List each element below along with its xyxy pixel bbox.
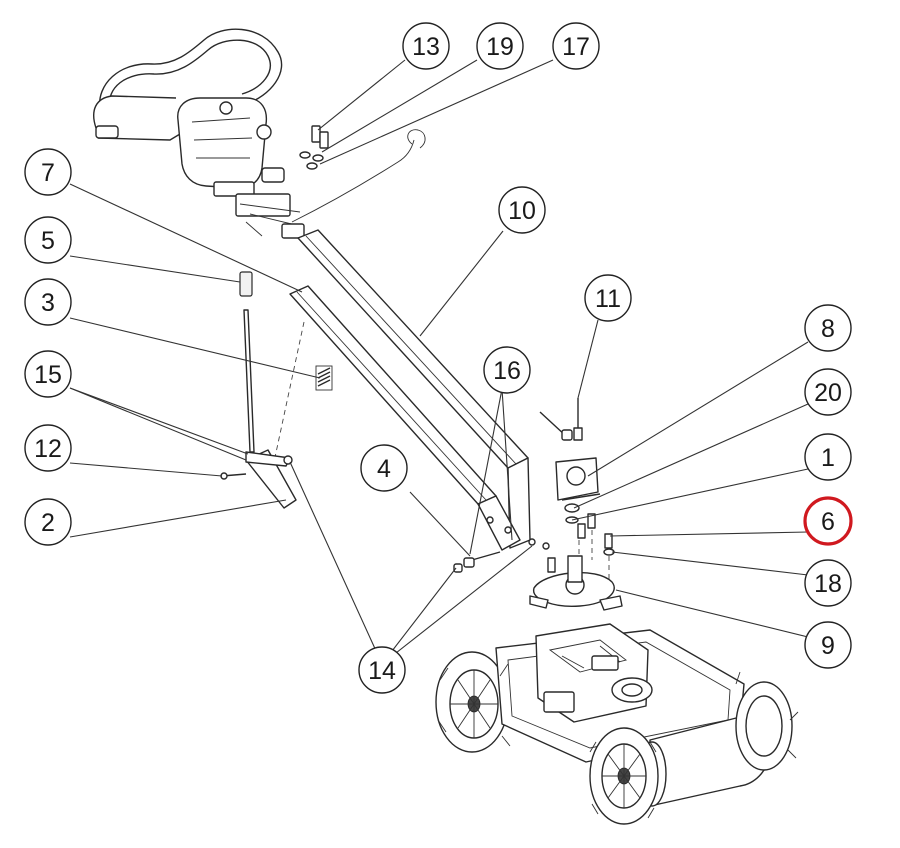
callout-label-2: 2 xyxy=(41,509,55,537)
chassis-assembly xyxy=(435,623,799,825)
callout-circle-6 xyxy=(803,496,853,546)
callout-3: 3 xyxy=(24,278,72,326)
callout-label-11: 11 xyxy=(595,285,621,313)
callout-label-13: 13 xyxy=(412,33,440,61)
callout-circle-7 xyxy=(24,148,72,196)
callout-2: 2 xyxy=(24,498,72,546)
callout-circle-18 xyxy=(804,559,852,607)
mounting-plate-part-9 xyxy=(529,555,623,611)
callout-label-5: 5 xyxy=(41,227,55,255)
callout-circle-1 xyxy=(804,433,852,481)
callout-7: 7 xyxy=(24,148,72,196)
bracket-part-8 xyxy=(555,457,601,501)
assembly-dashed-line xyxy=(273,321,305,463)
callout-16: 16 xyxy=(483,346,531,394)
callout-label-10: 10 xyxy=(508,197,536,225)
callout-circle-4 xyxy=(360,444,408,492)
callout-circle-17 xyxy=(552,22,600,70)
callout-4: 4 xyxy=(360,444,408,492)
callout-circle-11 xyxy=(584,274,632,322)
callout-label-18: 18 xyxy=(814,570,842,598)
callout-circle-10 xyxy=(498,186,546,234)
pedal-part-2 xyxy=(220,449,297,509)
tube-part-7 xyxy=(289,285,521,551)
callout-label-4: 4 xyxy=(377,455,391,483)
callout-17: 17 xyxy=(552,22,600,70)
callout-15: 15 xyxy=(24,350,72,398)
callout-circle-3 xyxy=(24,278,72,326)
callout-label-6: 6 xyxy=(821,508,835,536)
callout-circle-2 xyxy=(24,498,72,546)
callout-label-3: 3 xyxy=(41,289,55,317)
callout-circle-20 xyxy=(804,368,852,416)
spring-part-3 xyxy=(315,365,333,391)
callout-circle-12 xyxy=(24,424,72,472)
callout-20: 20 xyxy=(804,368,852,416)
small-parts-16-4-14 xyxy=(453,538,550,573)
callout-19: 19 xyxy=(476,22,524,70)
callout-label-15: 15 xyxy=(34,361,62,389)
callout-circle-8 xyxy=(804,304,852,352)
callout-label-8: 8 xyxy=(821,315,835,343)
leader-lines xyxy=(69,59,809,665)
callout-label-16: 16 xyxy=(493,357,521,385)
callout-label-20: 20 xyxy=(814,379,842,407)
callout-circle-9 xyxy=(804,621,852,669)
rod-part-5 xyxy=(239,271,255,453)
callout-label-1: 1 xyxy=(821,444,835,472)
top-small-parts xyxy=(299,125,329,170)
callout-label-7: 7 xyxy=(41,159,55,187)
callout-1: 1 xyxy=(804,433,852,481)
callout-circle-13 xyxy=(402,22,450,70)
callout-circle-19 xyxy=(476,22,524,70)
callout-label-12: 12 xyxy=(34,435,62,463)
callout-9: 9 xyxy=(804,621,852,669)
tube-part-10 xyxy=(297,229,531,549)
callout-circle-15 xyxy=(24,350,72,398)
callout-12: 12 xyxy=(24,424,72,472)
callout-label-9: 9 xyxy=(821,632,835,660)
callout-label-17: 17 xyxy=(562,33,590,61)
callout-14: 14 xyxy=(358,646,406,694)
callout-6: 6 xyxy=(803,496,853,546)
callout-10: 10 xyxy=(498,186,546,234)
callout-5: 5 xyxy=(24,216,72,264)
cable-part xyxy=(291,129,426,223)
callout-circle-16 xyxy=(483,346,531,394)
callout-8: 8 xyxy=(804,304,852,352)
callout-label-19: 19 xyxy=(486,33,514,61)
callout-circle-14 xyxy=(358,646,406,694)
callout-11: 11 xyxy=(584,274,632,322)
callout-13: 13 xyxy=(402,22,450,70)
pin-part-11 xyxy=(539,398,583,441)
callout-18: 18 xyxy=(804,559,852,607)
fastener-parts xyxy=(547,503,615,580)
callout-label-14: 14 xyxy=(368,657,396,685)
handle-assembly xyxy=(93,28,305,239)
callout-circle-5 xyxy=(24,216,72,264)
